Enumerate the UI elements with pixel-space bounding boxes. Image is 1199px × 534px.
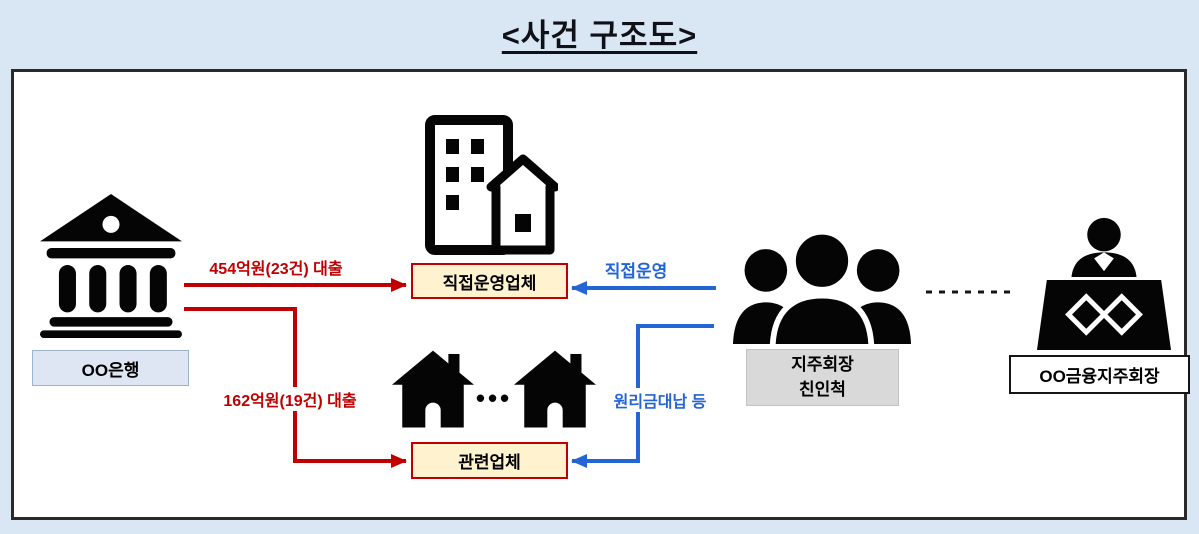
houses-icon: •••	[392, 344, 596, 430]
relatives-label-box: 지주회장 친인척	[746, 349, 899, 406]
direct-operation-label: 직접운영	[604, 262, 668, 281]
bank-label: OO은행	[81, 360, 140, 380]
bank-icon	[40, 190, 182, 342]
relatives-label-line1: 지주회장	[791, 354, 854, 374]
page-title: <사건 구조도>	[0, 10, 1199, 55]
diagram-canvas: OO은행 직접운영업체 •••	[11, 69, 1190, 520]
repayment-label: 원리금대납 등	[597, 388, 723, 412]
loan-162-label: 162억원(19건) 대출	[202, 387, 378, 411]
direct-company-label-box: 직접운영업체	[411, 263, 568, 299]
related-company-label: 관련업체	[458, 453, 521, 472]
ellipsis-dots: •••	[475, 383, 513, 413]
loan-162-arrow	[184, 307, 407, 468]
bank-label-box: OO은행	[32, 350, 189, 386]
executive-desk-icon	[1030, 212, 1178, 350]
direct-company-label: 직접운영업체	[442, 273, 537, 293]
office-building-icon	[424, 114, 558, 256]
relatives-label-line2: 친인척	[799, 379, 846, 399]
people-group-icon	[726, 222, 918, 344]
chairman-label-box: OO금융지주회장	[1009, 355, 1190, 394]
loan-454-label: 454억원(23건) 대출	[209, 261, 343, 278]
page-title-text: <사건 구조도>	[501, 18, 698, 53]
house-icon	[392, 348, 474, 430]
connector-lines	[184, 278, 1016, 468]
chairman-label: OO금융지주회장	[1039, 367, 1160, 386]
related-company-label-box: 관련업체	[411, 442, 568, 479]
house-icon	[514, 348, 596, 430]
